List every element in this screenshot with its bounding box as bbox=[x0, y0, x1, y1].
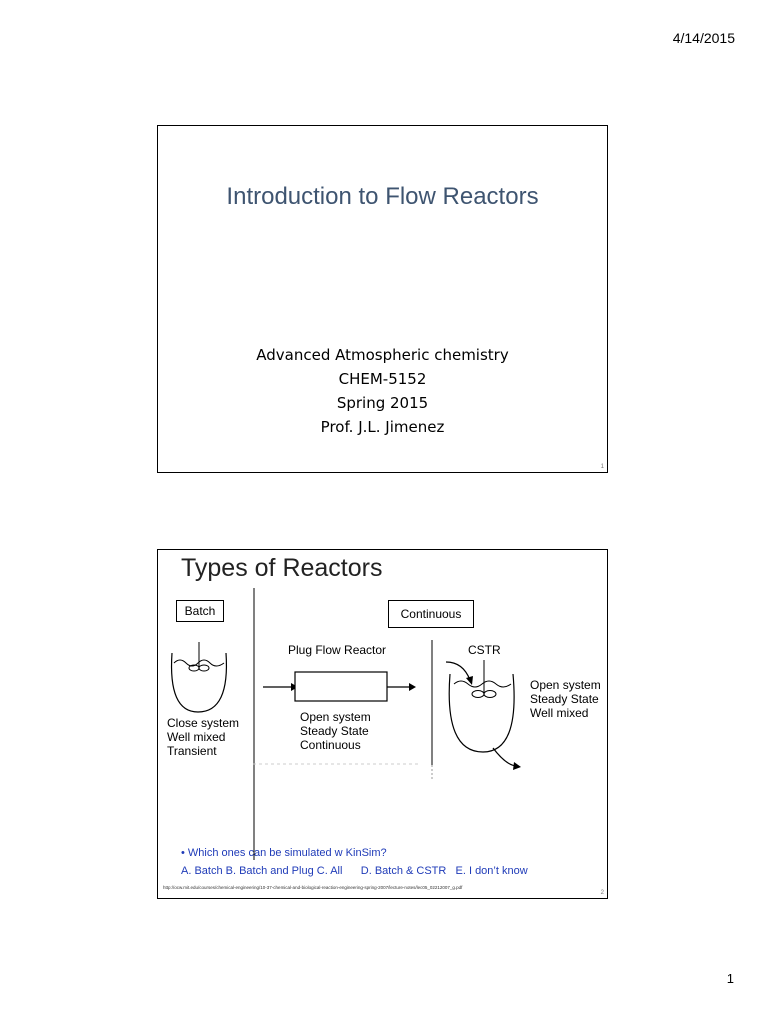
batch-description: Close system Well mixed Transient bbox=[167, 716, 240, 758]
cstr-description: Open system Steady State Well mixed bbox=[530, 678, 601, 720]
source-citation: http://ocw.mit.edu/courses/chemical-engi… bbox=[163, 885, 463, 890]
batch-label: Batch bbox=[176, 600, 224, 622]
course-term: Spring 2015 bbox=[336, 394, 429, 412]
pfr-description: Open system Steady State Continuous bbox=[300, 710, 371, 752]
slide-1-title: Introduction to Flow Reactors bbox=[226, 183, 539, 210]
cstr-vessel-icon bbox=[445, 660, 521, 770]
page-number: 1 bbox=[726, 971, 734, 986]
continuous-label: Continuous bbox=[388, 600, 474, 628]
slide-2-number: 2 bbox=[600, 890, 604, 896]
instructor-name: Prof. J.L. Jimenez bbox=[320, 418, 445, 436]
slide-2: Types of Reactors Batch Continuous Plug … bbox=[157, 549, 608, 899]
reactor-diagram bbox=[170, 588, 521, 860]
plug-flow-reactor-icon bbox=[263, 671, 416, 702]
course-name: Advanced Atmospheric chemistry bbox=[256, 346, 509, 364]
slide-2-title: Types of Reactors bbox=[181, 554, 383, 582]
quiz-question: • Which ones can be simulated w KinSim? bbox=[181, 847, 387, 859]
pfr-label: Plug Flow Reactor bbox=[288, 643, 387, 657]
header-date: 4/14/2015 bbox=[672, 30, 735, 46]
course-code: CHEM-5152 bbox=[338, 370, 427, 388]
cstr-label: CSTR bbox=[468, 643, 501, 657]
quiz-answers: A. Batch B. Batch and Plug C. All D. Bat… bbox=[181, 865, 528, 877]
batch-vessel-icon bbox=[170, 642, 228, 713]
slide-1-number: 1 bbox=[600, 464, 604, 470]
slide-1: Introduction to Flow Reactors Advanced A… bbox=[157, 125, 608, 473]
